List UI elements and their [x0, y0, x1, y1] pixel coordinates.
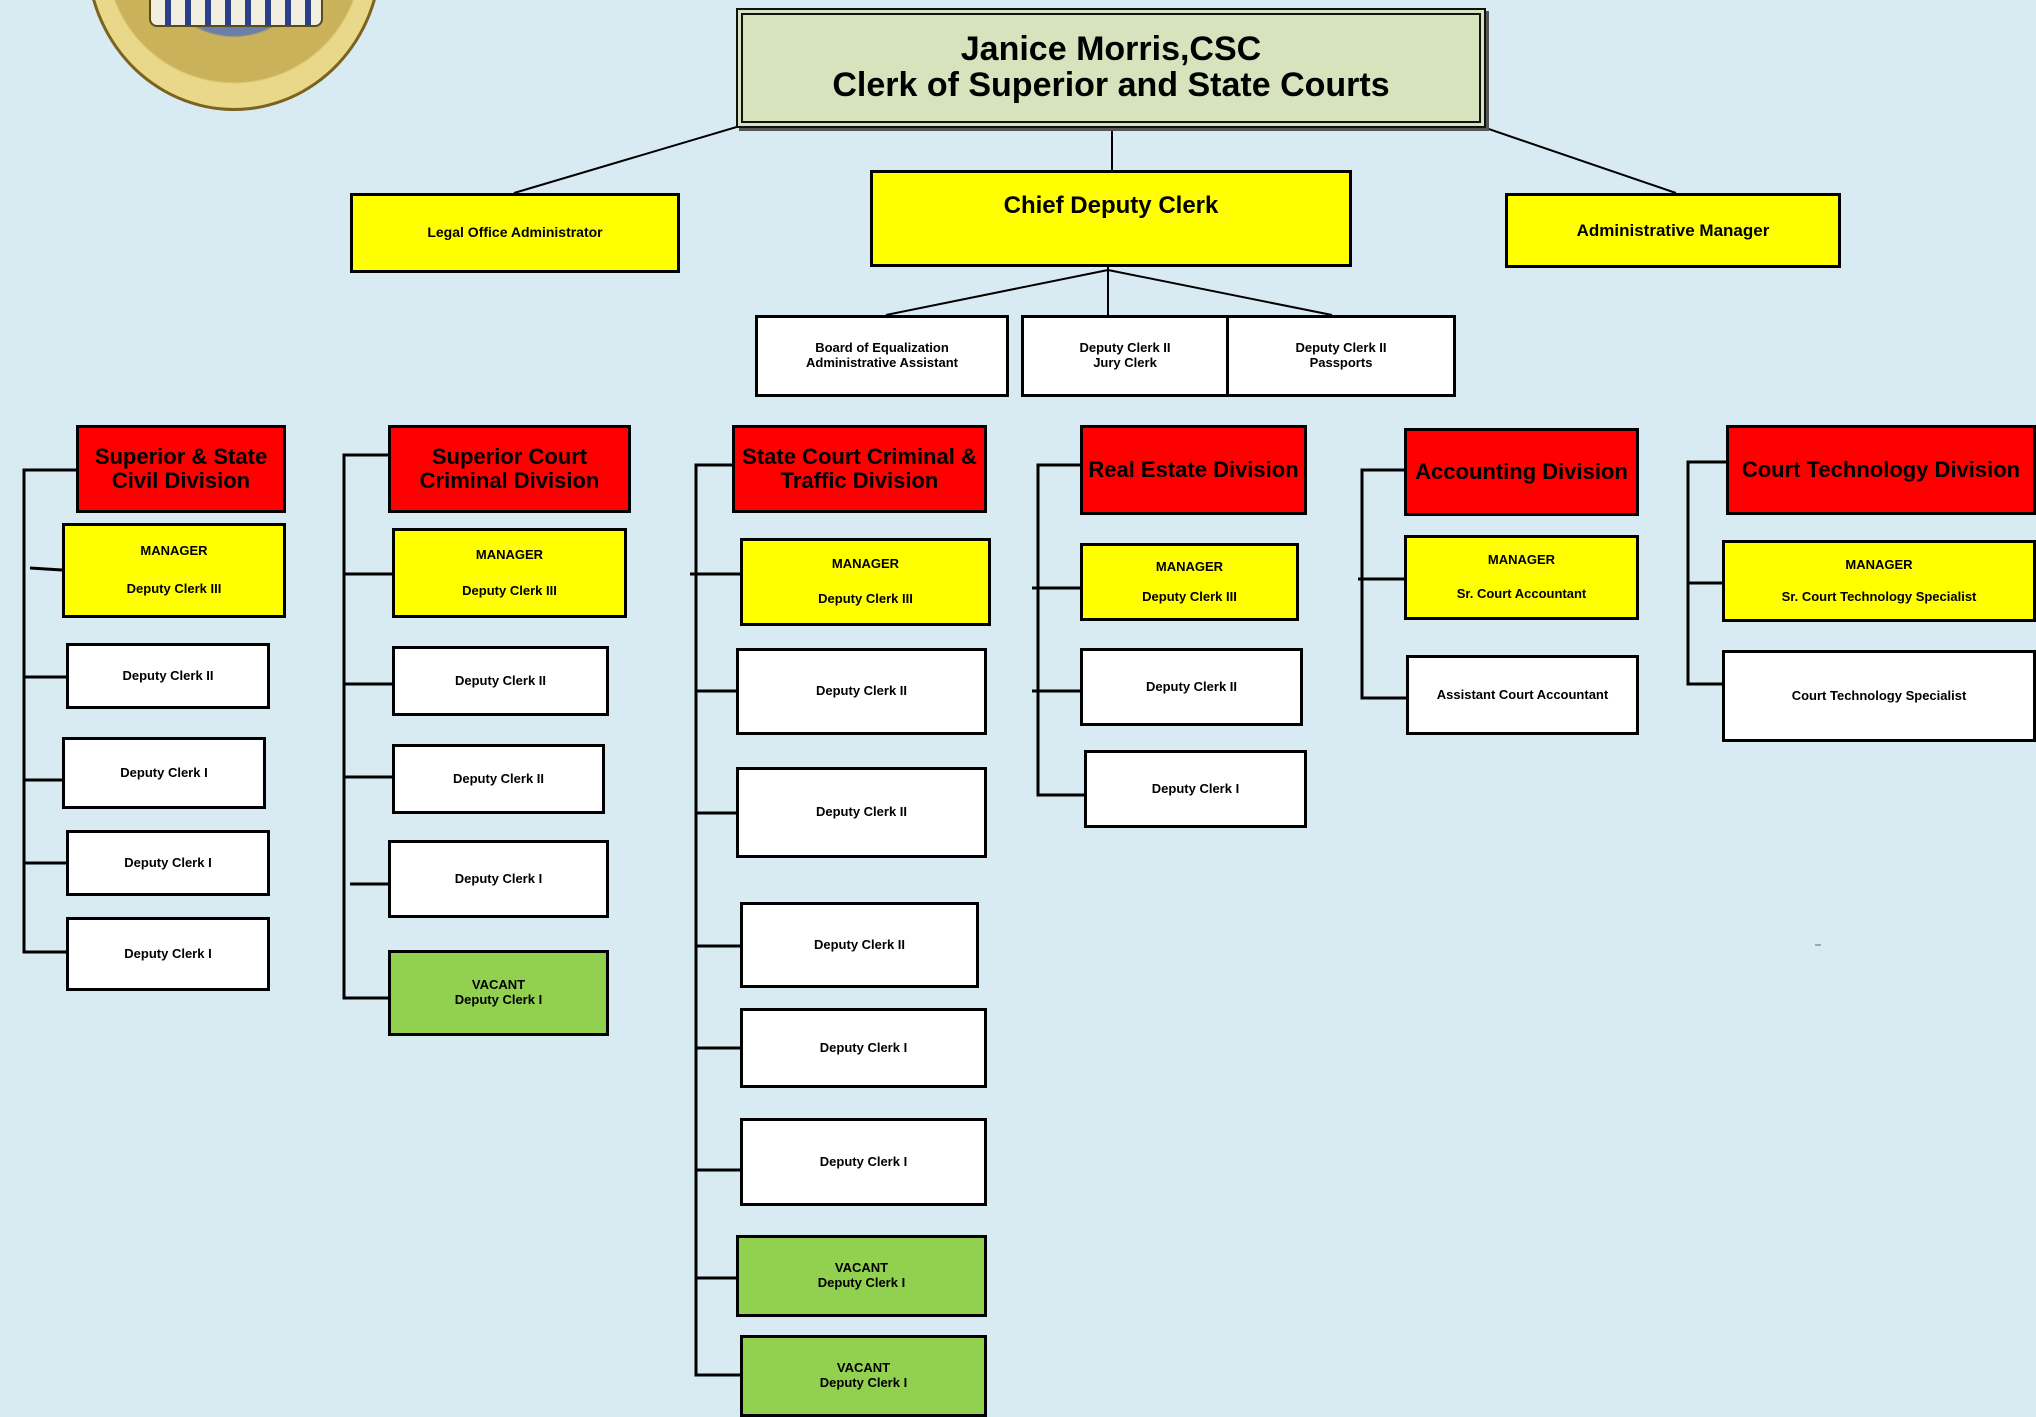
- jury-clerk-box: Deputy Clerk II Jury Clerk: [1021, 315, 1229, 397]
- tech-staff-title: Court Technology Specialist: [1791, 687, 1967, 703]
- chief-deputy-clerk-box: Chief Deputy Clerk: [870, 170, 1352, 267]
- civil-staff-title: Deputy Clerk I: [124, 854, 212, 870]
- criminal-division-label: Superior Court Criminal Division: [419, 443, 600, 493]
- realestate-staff-box: Deputy Clerk II: [1080, 648, 1303, 726]
- clerk-title-box: Janice Morris,CSC Clerk of Superior and …: [736, 8, 1486, 128]
- state-vacant-title: Deputy Clerk I: [817, 1275, 906, 1290]
- stray-mark: [1815, 944, 1821, 946]
- civil-staff-box: Deputy Clerk II: [66, 643, 270, 709]
- accounting-manager-box: MANAGER Sr. Court Accountant: [1404, 535, 1639, 620]
- criminal-manager-role: MANAGER: [475, 546, 544, 562]
- criminal-staff-title: Deputy Clerk II: [454, 672, 547, 688]
- accounting-staff-box: Assistant Court Accountant: [1406, 655, 1639, 735]
- civil-manager-title: Deputy Clerk III: [126, 581, 222, 597]
- realestate-division-header: Real Estate Division: [1080, 425, 1307, 515]
- tech-manager-role: MANAGER: [1845, 556, 1913, 572]
- state-staff-box: Deputy Clerk II: [740, 902, 979, 988]
- criminal-staff-title: Deputy Clerk I: [454, 870, 543, 886]
- state-manager-title: Deputy Clerk III: [818, 591, 913, 607]
- state-staff-box: Deputy Clerk I: [740, 1008, 987, 1088]
- criminal-vacant-status: VACANT: [471, 977, 526, 993]
- criminal-division-header: Superior Court Criminal Division: [388, 425, 631, 513]
- state-division-label: State Court Criminal & Traffic Division: [742, 443, 977, 493]
- jury-clerk-label: Jury Clerk: [1093, 355, 1157, 370]
- civil-manager-role: MANAGER: [140, 542, 208, 558]
- tech-manager-title: Sr. Court Technology Specialist: [1781, 588, 1977, 604]
- accounting-division-label: Accounting Division: [1415, 458, 1628, 484]
- state-staff-title: Deputy Clerk I: [819, 1039, 908, 1055]
- board-of-equalization-label: Board of Equalization: [815, 340, 949, 356]
- passports-clerk-grade: Deputy Clerk II: [1295, 340, 1387, 356]
- state-staff-title: Deputy Clerk II: [815, 804, 908, 820]
- criminal-manager-title: Deputy Clerk III: [462, 582, 557, 598]
- seal-building-icon: [149, 0, 323, 27]
- clerk-name: Janice Morris,CSC: [960, 30, 1262, 69]
- clerk-title: Clerk of Superior and State Courts: [832, 66, 1390, 104]
- state-vacant-status: VACANT: [836, 1360, 891, 1376]
- accounting-manager-role: MANAGER: [1487, 552, 1556, 568]
- criminal-staff-title: Deputy Clerk II: [452, 770, 545, 786]
- state-vacant-box: VACANT Deputy Clerk I: [736, 1235, 987, 1317]
- realestate-manager-role: MANAGER: [1155, 558, 1224, 574]
- state-staff-title: Deputy Clerk II: [815, 683, 908, 699]
- state-staff-box: Deputy Clerk I: [740, 1118, 987, 1206]
- passports-clerk-box: Deputy Clerk II Passports: [1226, 315, 1456, 397]
- accounting-manager-title: Sr. Court Accountant: [1456, 585, 1587, 601]
- civil-division-label: Superior & State Civil Division: [94, 443, 268, 493]
- criminal-staff-box: Deputy Clerk II: [392, 646, 609, 716]
- realestate-staff-title: Deputy Clerk II: [1145, 678, 1238, 694]
- accounting-division-header: Accounting Division: [1404, 428, 1639, 516]
- civil-staff-box: Deputy Clerk I: [66, 830, 270, 896]
- civil-division-header: Superior & State Civil Division: [76, 425, 286, 513]
- county-seal-icon: [86, 0, 382, 111]
- legal-office-administrator-box: Legal Office Administrator: [350, 193, 680, 273]
- criminal-manager-box: MANAGER Deputy Clerk III: [392, 528, 627, 618]
- administrative-manager-box: Administrative Manager: [1505, 193, 1841, 268]
- realestate-division-label: Real Estate Division: [1088, 456, 1299, 482]
- state-vacant-title: Deputy Clerk I: [819, 1375, 908, 1390]
- realestate-manager-title: Deputy Clerk III: [1142, 588, 1237, 604]
- chief-deputy-clerk-label: Chief Deputy Clerk: [1003, 192, 1219, 219]
- jury-clerk-grade: Deputy Clerk II: [1079, 340, 1171, 356]
- civil-staff-title: Deputy Clerk II: [122, 667, 214, 683]
- state-vacant-status: VACANT: [834, 1260, 889, 1276]
- realestate-staff-box: Deputy Clerk I: [1084, 750, 1307, 828]
- civil-staff-box: Deputy Clerk I: [66, 917, 270, 991]
- state-manager-box: MANAGER Deputy Clerk III: [740, 538, 991, 626]
- criminal-staff-box: Deputy Clerk II: [392, 744, 605, 814]
- administrative-manager-label: Administrative Manager: [1576, 220, 1770, 240]
- board-assistant-label: Administrative Assistant: [806, 355, 958, 370]
- criminal-vacant-box: VACANT Deputy Clerk I: [388, 950, 609, 1036]
- civil-staff-title: Deputy Clerk I: [124, 945, 212, 961]
- state-vacant-box: VACANT Deputy Clerk I: [740, 1335, 987, 1417]
- state-staff-title: Deputy Clerk I: [819, 1153, 908, 1169]
- civil-staff-title: Deputy Clerk I: [120, 764, 208, 780]
- tech-division-header: Court Technology Division: [1726, 425, 2036, 515]
- realestate-staff-title: Deputy Clerk I: [1151, 780, 1240, 796]
- tech-staff-box: Court Technology Specialist: [1722, 650, 2036, 742]
- state-division-header: State Court Criminal & Traffic Division: [732, 425, 987, 513]
- criminal-staff-box: Deputy Clerk I: [388, 840, 609, 918]
- tech-division-label: Court Technology Division: [1741, 456, 2021, 482]
- state-staff-title: Deputy Clerk II: [813, 936, 906, 952]
- state-staff-box: Deputy Clerk II: [736, 648, 987, 735]
- tech-manager-box: MANAGER Sr. Court Technology Specialist: [1722, 540, 2036, 622]
- accounting-staff-title: Assistant Court Accountant: [1436, 686, 1609, 702]
- criminal-vacant-title: Deputy Clerk I: [454, 992, 543, 1007]
- civil-manager-box: MANAGER Deputy Clerk III: [62, 523, 286, 618]
- board-of-equalization-box: Board of Equalization Administrative Ass…: [755, 315, 1009, 397]
- passports-clerk-label: Passports: [1309, 355, 1373, 370]
- state-manager-role: MANAGER: [831, 556, 900, 572]
- civil-staff-box: Deputy Clerk I: [62, 737, 266, 809]
- state-staff-box: Deputy Clerk II: [736, 767, 987, 858]
- realestate-manager-box: MANAGER Deputy Clerk III: [1080, 543, 1299, 621]
- legal-office-administrator-label: Legal Office Administrator: [427, 224, 603, 241]
